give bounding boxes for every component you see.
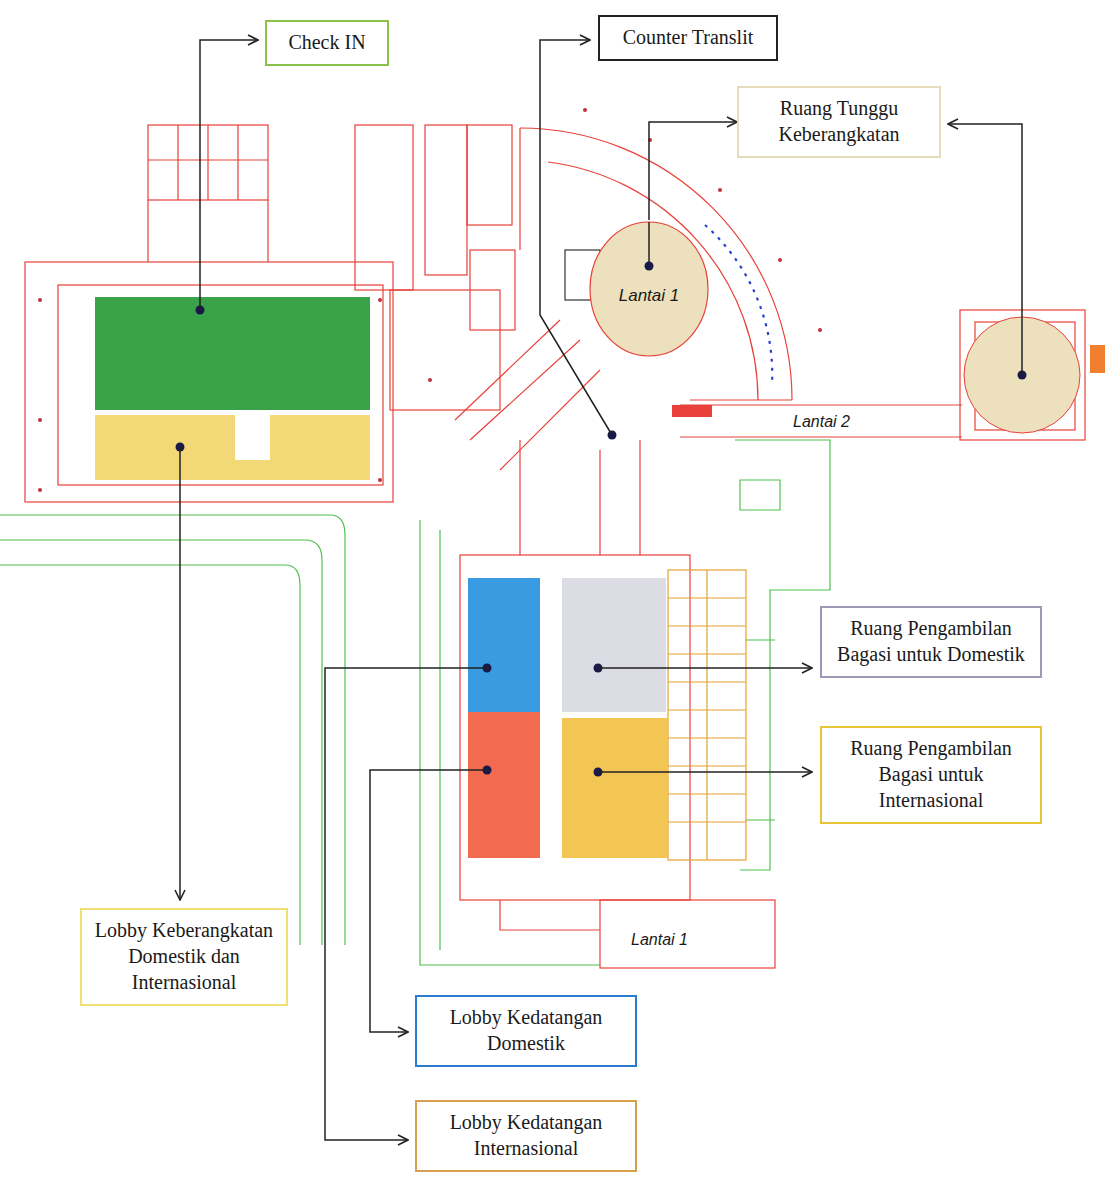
callout-text: Check IN — [277, 29, 377, 55]
callout-box: Lobby Kedatangan Internasional — [415, 1100, 637, 1172]
callout-text: Lobby Kedatangan Domestik — [427, 1004, 625, 1056]
waiting-room-ellipse: Lantai 1 — [588, 220, 710, 358]
callout-text: Lantai 1 — [619, 271, 680, 307]
column-dots — [778, 258, 782, 262]
check-in-area — [95, 297, 370, 410]
column-dots — [583, 108, 587, 112]
callout-text: Lobby Keberangkatan Domestik dan Interna… — [92, 917, 276, 995]
wall-lines — [500, 900, 600, 930]
leader-lines — [598, 771, 812, 773]
wall-lines — [520, 128, 792, 400]
strip-grid — [668, 570, 746, 860]
column-dots — [428, 378, 432, 382]
leader-lines — [598, 667, 812, 669]
road-lines — [0, 515, 345, 945]
column-dots — [38, 108, 822, 492]
column-dots — [38, 418, 42, 422]
leader-stub — [648, 222, 650, 266]
wall-lines — [390, 290, 500, 410]
wall-lines — [148, 200, 268, 262]
leader-lines — [325, 668, 487, 1140]
column-dots — [38, 488, 42, 492]
departure-lobby-area — [270, 415, 370, 480]
leader-dots — [176, 306, 1027, 777]
ellipse-shape — [590, 222, 708, 356]
wall-lines — [520, 128, 792, 400]
callout-text: Ruang Pengambilan Bagasi untuk Internasi… — [832, 735, 1030, 813]
wall-lines — [148, 125, 268, 200]
international-arrival-area — [468, 712, 540, 858]
column-dots — [38, 298, 42, 302]
callout-text: Counter Translit — [610, 24, 766, 50]
arc-markers — [705, 225, 772, 385]
floor-label: Lantai 2 — [790, 412, 853, 431]
wall-lines — [520, 440, 640, 555]
column-dots — [378, 478, 382, 482]
callout-box: Lobby Kedatangan Domestik — [415, 995, 637, 1067]
wall-lines — [455, 320, 600, 470]
road-lines — [0, 440, 830, 965]
leader-lines — [370, 770, 487, 1032]
callout-text: Ruang Tunggu Keberangkatan — [749, 95, 929, 147]
wall-lines — [425, 125, 467, 275]
floor-label: Lantai 1 — [628, 930, 691, 949]
callout-box: Ruang Pengambilan Bagasi untuk Internasi… — [820, 726, 1042, 824]
road-lines — [735, 440, 830, 870]
road-lines — [0, 565, 300, 945]
departure-lobby-area — [235, 460, 270, 480]
strip-grid — [668, 570, 746, 860]
callout-box: Ruang Pengambilan Bagasi untuk Domestik — [820, 606, 1042, 678]
international-baggage-area — [562, 718, 668, 858]
wall-lines — [148, 125, 268, 200]
wall-lines — [470, 250, 515, 330]
leader-lines — [948, 124, 1022, 375]
leader-lines — [179, 447, 181, 900]
road-lines — [745, 640, 775, 820]
column-dots — [378, 298, 382, 302]
callout-text: Lobby Kedatangan Internasional — [427, 1109, 625, 1161]
wall-lines — [467, 125, 512, 225]
callout-box: Lobby Keberangkatan Domestik dan Interna… — [80, 908, 288, 1006]
leader-connector — [649, 122, 737, 220]
leader-lines — [540, 40, 612, 435]
leader-dot — [645, 262, 654, 271]
wall-lines — [58, 285, 383, 485]
wall-lines — [25, 262, 393, 502]
column-dots — [818, 328, 822, 332]
domestic-arrival-area — [468, 578, 540, 712]
strip-grid — [668, 570, 746, 860]
wall-lines — [25, 125, 1085, 968]
wall-lines — [355, 125, 413, 290]
callout-box: Ruang Tunggu Keberangkatan — [737, 86, 941, 158]
arc-markers — [705, 225, 772, 385]
column-dots — [718, 188, 722, 192]
wall-lines — [460, 555, 690, 900]
departure-lobby-area — [95, 415, 235, 480]
wall-lines — [548, 162, 758, 400]
wall-lines — [680, 405, 962, 437]
leader-lines — [200, 40, 258, 310]
leader-lines — [180, 40, 1022, 1140]
wall-lines — [600, 900, 775, 968]
road-lines — [0, 540, 322, 945]
domestic-baggage-area — [562, 578, 666, 712]
callout-text: Ruang Pengambilan Bagasi untuk Domestik — [832, 615, 1030, 667]
callout-box: Check IN — [265, 20, 389, 66]
road-lines — [740, 480, 780, 510]
road-lines — [439, 530, 440, 950]
door-block — [672, 405, 712, 417]
callout-box: Counter Translit — [598, 15, 778, 61]
stair-block — [1090, 345, 1105, 373]
